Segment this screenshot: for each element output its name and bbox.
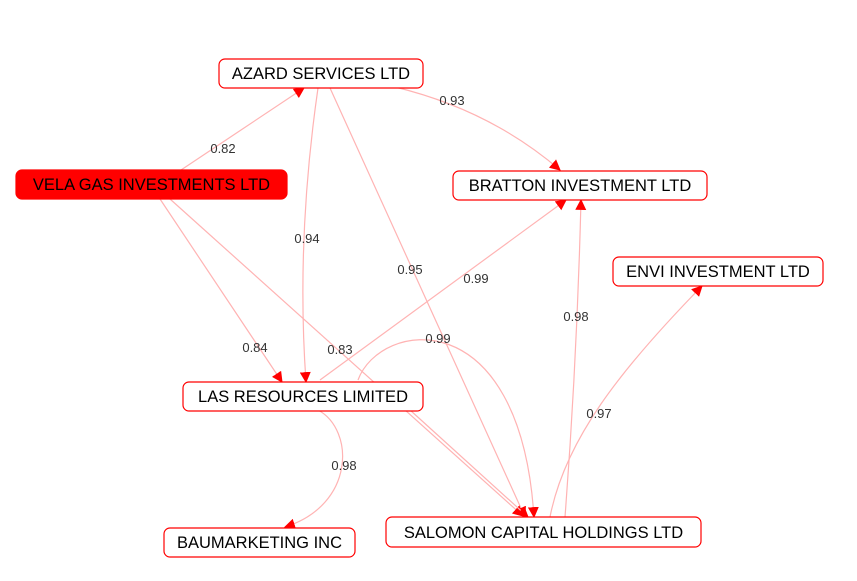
node-las[interactable]: LAS RESOURCES LIMITED — [182, 381, 424, 412]
edge-vela-azard-label: 0.82 — [210, 141, 235, 156]
node-bratton-box — [452, 170, 708, 201]
edge-las-salomon-direct-line — [409, 409, 529, 518]
edge-las-salomon-label: 0.99 — [425, 331, 450, 346]
node-envi-label: ENVI INVESTMENT LTD — [626, 263, 810, 281]
edge-las-baumarketing-line — [283, 409, 344, 530]
edge-azard-las[interactable]: 0.94 — [294, 87, 320, 384]
edge-azard-salomon-line — [329, 87, 526, 519]
node-azard[interactable]: AZARD SERVICES LTD — [218, 58, 424, 89]
edge-las-salomon-direct — [409, 409, 529, 518]
nodes-layer: AZARD SERVICES LTD VELA GAS INVESTMENTS … — [15, 58, 824, 558]
edge-vela-las-label: 0.84 — [242, 340, 267, 355]
edge-salomon-bratton[interactable]: 0.98 — [563, 198, 589, 518]
node-baumarketing-box — [163, 527, 356, 558]
edge-azard-salomon-label: 0.95 — [397, 262, 422, 277]
edge-salomon-envi-label: 0.97 — [586, 406, 611, 421]
edge-vela-salomon[interactable]: 0.83 — [169, 198, 524, 517]
node-azard-box — [218, 58, 424, 89]
edges-layer: 0.82 0.93 0.94 0.95 0.84 0.83 0.99 — [159, 86, 703, 530]
node-bratton[interactable]: BRATTON INVESTMENT LTD — [452, 170, 708, 201]
edge-vela-azard-line — [177, 87, 305, 173]
node-bratton-label: BRATTON INVESTMENT LTD — [469, 177, 692, 195]
edge-azard-bratton-line — [394, 86, 561, 171]
edge-las-salomon[interactable]: 0.99 — [357, 331, 539, 519]
node-vela-label: VELA GAS INVESTMENTS LTD — [33, 176, 270, 194]
node-vela-box — [15, 169, 288, 200]
edge-salomon-envi-line — [549, 285, 703, 518]
edge-azard-las-label: 0.94 — [294, 231, 319, 246]
edge-azard-bratton-label: 0.93 — [439, 93, 464, 108]
edge-las-salomon-line — [357, 339, 539, 519]
node-las-label: LAS RESOURCES LIMITED — [198, 388, 408, 406]
edge-vela-las-line — [159, 198, 283, 383]
node-baumarketing[interactable]: BAUMARKETING INC — [163, 527, 356, 558]
edge-las-bratton-line — [319, 199, 567, 381]
edge-vela-salomon-label: 0.83 — [327, 342, 352, 357]
edge-azard-bratton[interactable]: 0.93 — [394, 86, 561, 171]
edge-salomon-envi[interactable]: 0.97 — [549, 285, 703, 518]
edge-salomon-bratton-line — [564, 198, 587, 518]
edge-vela-las[interactable]: 0.84 — [159, 198, 283, 383]
node-las-box — [182, 381, 424, 412]
node-salomon-label: SALOMON CAPITAL HOLDINGS LTD — [404, 524, 683, 542]
node-envi-box — [612, 256, 824, 287]
edge-las-bratton[interactable]: 0.99 — [319, 199, 567, 381]
edge-las-baumarketing[interactable]: 0.98 — [283, 409, 357, 530]
edge-vela-azard[interactable]: 0.82 — [177, 87, 305, 173]
node-salomon[interactable]: SALOMON CAPITAL HOLDINGS LTD — [385, 516, 702, 548]
edge-vela-salomon-line — [169, 198, 524, 517]
node-salomon-box — [385, 516, 702, 548]
node-envi[interactable]: ENVI INVESTMENT LTD — [612, 256, 824, 287]
node-vela[interactable]: VELA GAS INVESTMENTS LTD — [15, 169, 288, 200]
edge-las-bratton-label: 0.99 — [463, 271, 488, 286]
node-baumarketing-label: BAUMARKETING INC — [177, 534, 342, 552]
edge-salomon-bratton-label: 0.98 — [563, 309, 588, 324]
edge-azard-salomon[interactable]: 0.95 — [329, 87, 526, 519]
edge-azard-las-line — [299, 87, 319, 384]
node-azard-label: AZARD SERVICES LTD — [232, 65, 410, 83]
edge-las-baumarketing-label: 0.98 — [331, 458, 356, 473]
